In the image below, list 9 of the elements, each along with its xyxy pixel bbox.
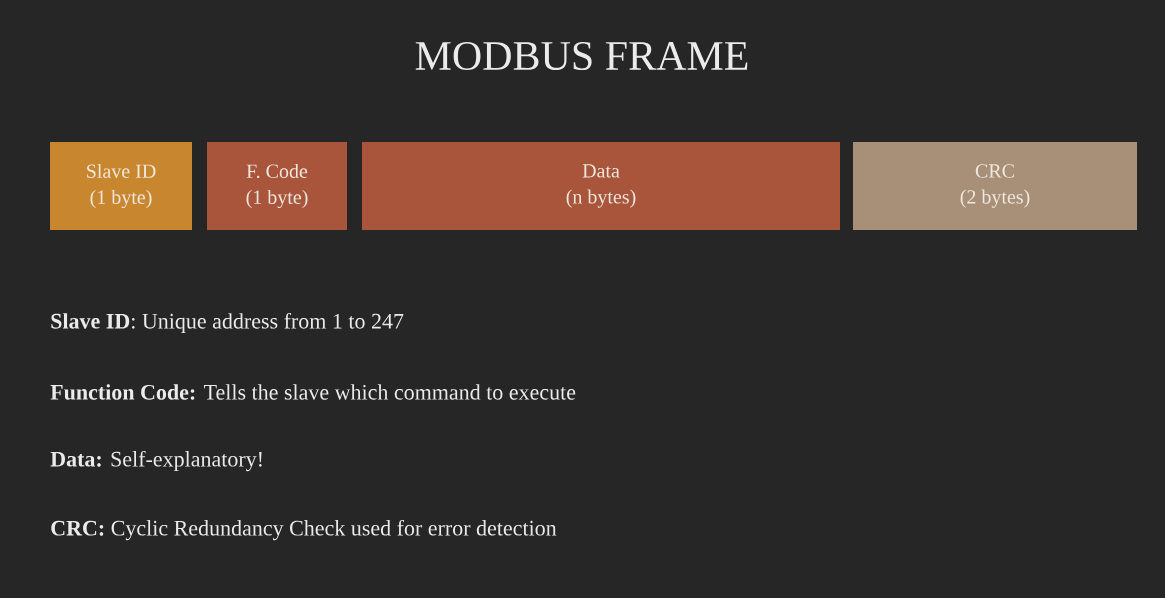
frame-field-box: Slave ID (1 byte) bbox=[50, 142, 192, 230]
title: MODBUS FRAME bbox=[415, 41, 748, 71]
description-line: CRC: Cyclic Redundancy Check used for error detection bbox=[51, 519, 557, 541]
description-line: Slave ID: Unique address from 1 to 247 bbox=[51, 312, 404, 334]
frame-field-box: Data (n bytes) bbox=[362, 142, 840, 230]
frame-field-box: F. Code (1 byte) bbox=[207, 142, 347, 230]
description-line: Function Code: Tells the slave which command to execute bbox=[50, 384, 576, 400]
frame-field-box: CRC (2 bytes) bbox=[853, 142, 1137, 230]
description-line: Data: Self-explanatory! bbox=[50, 450, 262, 472]
